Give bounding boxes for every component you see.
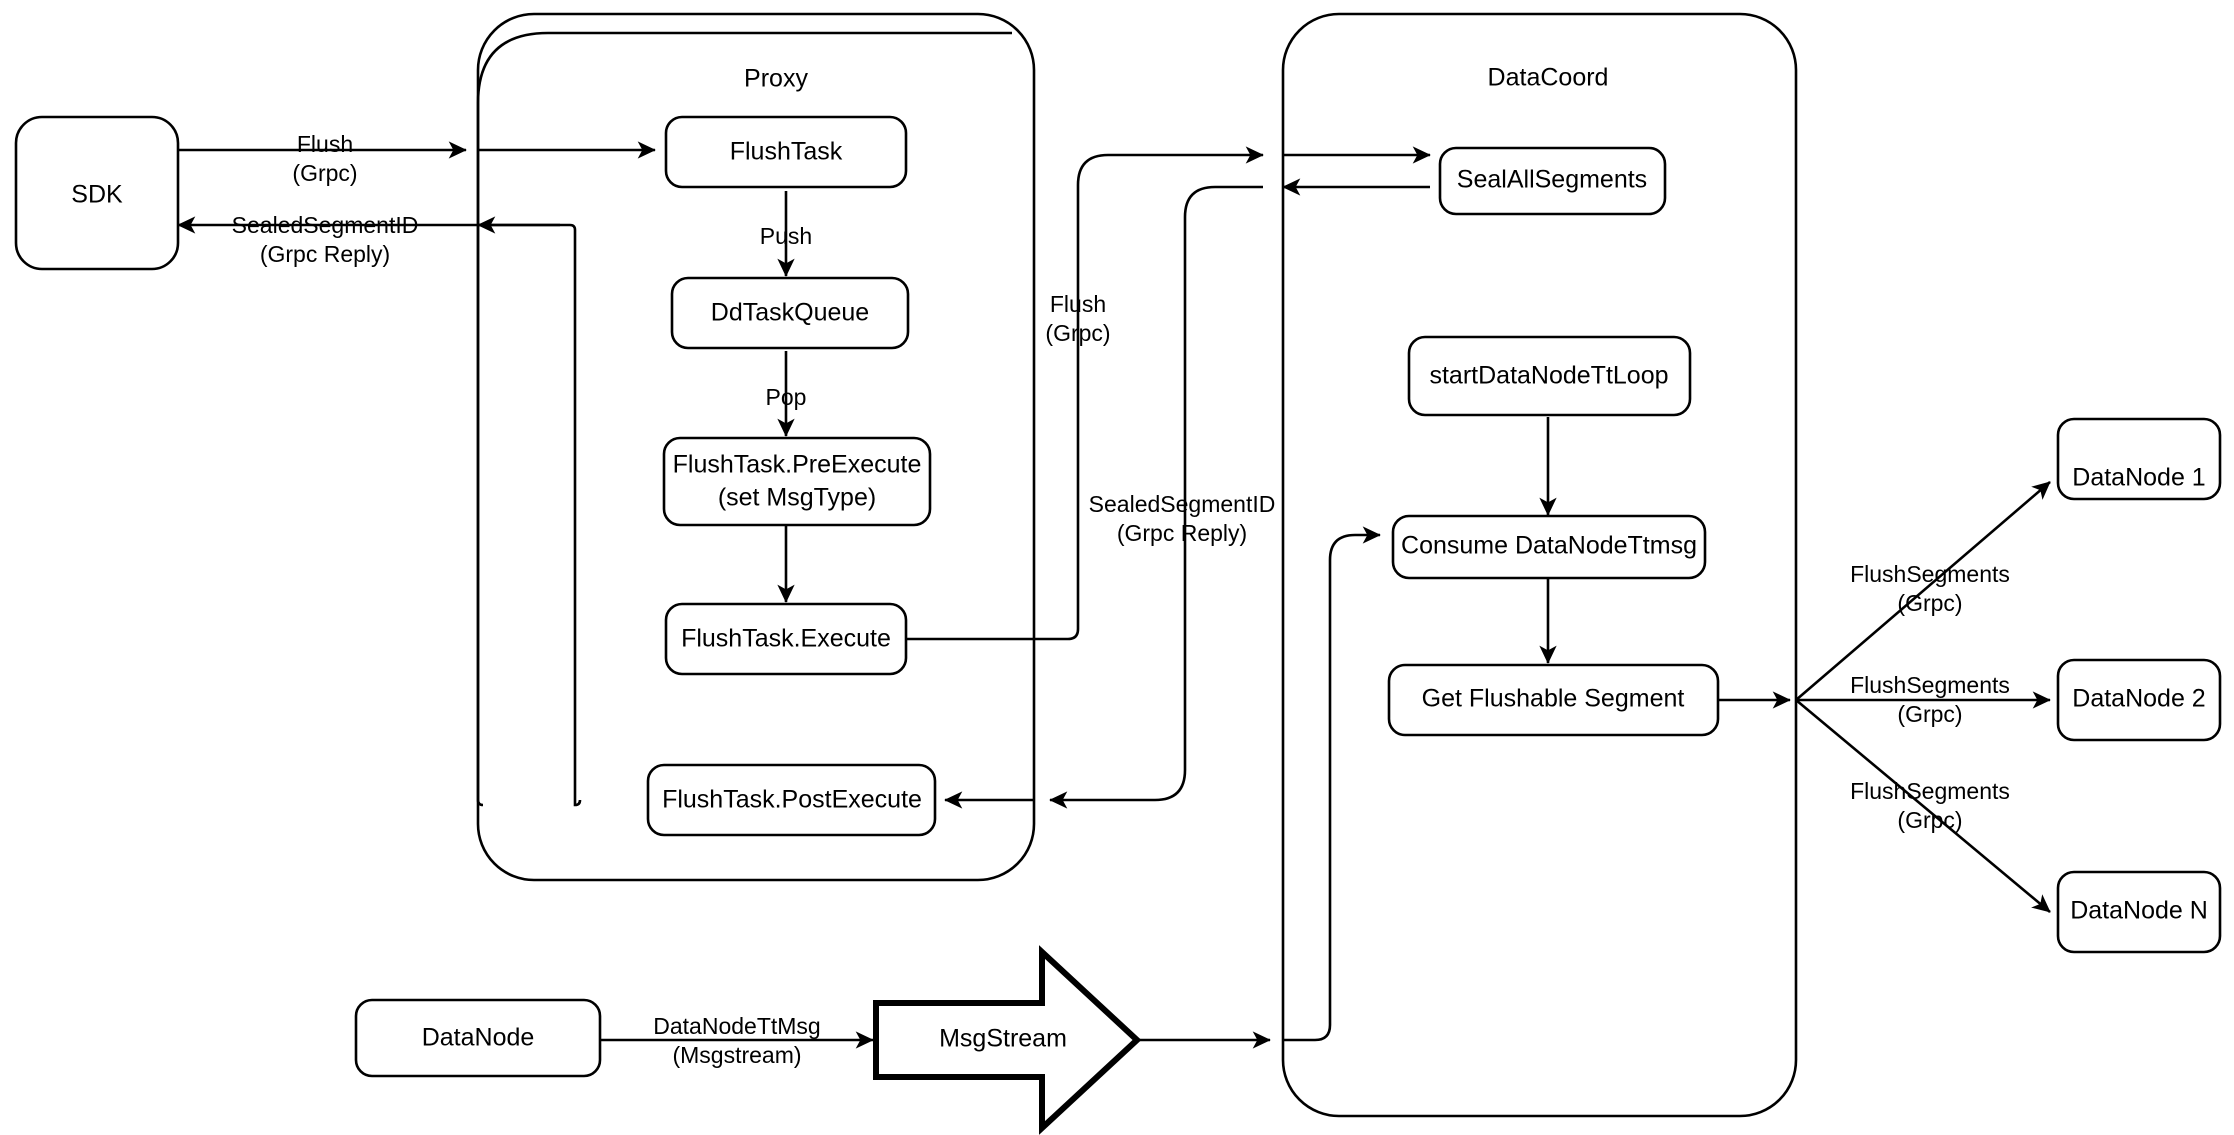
edge-execute-to-coordbus <box>906 146 1264 641</box>
node-sdk[interactable]: SDK <box>14 115 180 271</box>
node-datanode-2[interactable]: DataNode 2 <box>2056 658 2222 742</box>
datanode-bottom-label: DataNode <box>422 1024 535 1052</box>
datanode-1-label: DataNode 1 <box>2072 464 2205 492</box>
seal-all-segments-box[interactable] <box>1438 146 1667 216</box>
execute-box[interactable] <box>664 602 908 676</box>
proxy-to-sdk-label-line1: SealedSegmentID <box>232 212 419 238</box>
start-datanode-tt-loop-box[interactable] <box>1407 335 1692 417</box>
edge-label-push: Push <box>760 223 812 249</box>
edge-coord-reply-to-postexecute <box>1049 185 1263 809</box>
preexecute-label-line2: (set MsgType) <box>718 484 876 512</box>
flush-segments-2-label-line1: FlushSegments <box>1850 672 2010 698</box>
node-flushtask-preexecute[interactable]: FlushTask.PreExecute (set MsgType) <box>662 436 932 527</box>
proxy-to-coord-label-line2: (Grpc) <box>1045 320 1110 346</box>
datanode-n-box[interactable] <box>2056 870 2222 954</box>
flush-segments-1-label-line1: FlushSegments <box>1850 561 2010 587</box>
edge-label-sdk-to-proxy: Flush (Grpc) <box>292 131 357 186</box>
flush-segments-1-label-line2: (Grpc) <box>1897 590 1962 616</box>
node-seal-all-segments[interactable]: SealAllSegments <box>1438 146 1667 216</box>
datanode-ttmsg-label-line1: DataNodeTtMsg <box>653 1013 820 1039</box>
node-dd-task-queue[interactable]: DdTaskQueue <box>670 276 910 350</box>
postexecute-box[interactable] <box>646 763 937 837</box>
edge-label-flush-segments-1: FlushSegments (Grpc) <box>1850 561 2010 616</box>
proxy-container-label: Proxy <box>744 65 808 93</box>
node-datanode-n[interactable]: DataNode N <box>2056 870 2222 954</box>
sdk-box[interactable] <box>14 115 180 271</box>
datanode-1-box[interactable] <box>2056 417 2222 501</box>
datanode-ttmsg-label-line2: (Msgstream) <box>672 1042 801 1068</box>
node-datanode-bottom[interactable]: DataNode <box>354 998 602 1078</box>
get-flushable-segment-label: Get Flushable Segment <box>1422 685 1685 713</box>
flush-task-box[interactable] <box>664 115 908 189</box>
get-flushable-segment-box[interactable] <box>1387 663 1720 737</box>
node-flushtask-execute[interactable]: FlushTask.Execute <box>664 602 908 676</box>
dd-task-queue-box[interactable] <box>670 276 910 350</box>
edge-label-flush-segments-2: FlushSegments (Grpc) <box>1850 672 2010 727</box>
sdk-to-proxy-label-line1: Flush <box>297 131 353 157</box>
datacoord-container-box <box>1281 12 1798 1118</box>
consume-datanode-ttmsg-box[interactable] <box>1391 514 1707 580</box>
flush-segments-n-label-line1: FlushSegments <box>1850 778 2010 804</box>
edge-msgstream-to-consume <box>1283 526 1381 1042</box>
sdk-label: SDK <box>71 181 123 209</box>
flush-task-label: FlushTask <box>730 138 843 166</box>
edge-proxy-left-bus-top <box>476 31 1012 807</box>
edge-label-proxy-to-coord: Flush (Grpc) <box>1045 291 1110 346</box>
postexecute-label: FlushTask.PostExecute <box>662 786 922 814</box>
msgstream-arrow-shape[interactable] <box>873 945 1142 1135</box>
container-datacoord: DataCoord <box>1281 12 1798 1118</box>
edge-hub-to-datanode-1 <box>1795 481 2051 701</box>
coord-to-proxy-label-line2: (Grpc Reply) <box>1117 520 1247 546</box>
proxy-to-sdk-label-line2: (Grpc Reply) <box>260 241 390 267</box>
node-consume-datanode-ttmsg[interactable]: Consume DataNodeTtmsg <box>1391 514 1707 580</box>
consume-datanode-ttmsg-label: Consume DataNodeTtmsg <box>1401 532 1697 560</box>
flush-segments-2-label-line2: (Grpc) <box>1897 701 1962 727</box>
node-get-flushable-segment[interactable]: Get Flushable Segment <box>1387 663 1720 737</box>
seal-all-segments-label: SealAllSegments <box>1457 166 1647 194</box>
dd-task-queue-label: DdTaskQueue <box>711 299 869 327</box>
pop-label: Pop <box>766 384 807 410</box>
node-flush-task[interactable]: FlushTask <box>664 115 908 189</box>
preexecute-label-line1: FlushTask.PreExecute <box>673 451 922 479</box>
edge-label-flush-segments-n: FlushSegments (Grpc) <box>1850 778 2010 833</box>
sdk-to-proxy-label-line2: (Grpc) <box>292 160 357 186</box>
execute-label: FlushTask.Execute <box>681 625 891 653</box>
datanode-2-label: DataNode 2 <box>2072 685 2205 713</box>
flush-segments-n-label-line2: (Grpc) <box>1897 807 1962 833</box>
edge-postexecute-return-path <box>478 223 582 807</box>
datanode-n-label: DataNode N <box>2070 897 2208 925</box>
coord-to-proxy-label-line1: SealedSegmentID <box>1089 491 1276 517</box>
msgstream-label: MsgStream <box>939 1025 1067 1053</box>
node-msgstream[interactable]: MsgStream <box>873 945 1142 1135</box>
push-label: Push <box>760 223 812 249</box>
proxy-to-coord-label-line1: Flush <box>1050 291 1106 317</box>
datacoord-container-label: DataCoord <box>1488 64 1609 92</box>
edge-label-pop: Pop <box>766 384 807 410</box>
node-datanode-1[interactable]: DataNode 1 <box>2056 417 2222 501</box>
node-start-datanode-tt-loop[interactable]: startDataNodeTtLoop <box>1407 335 1692 417</box>
datanode-bottom-box[interactable] <box>354 998 602 1078</box>
edge-label-coord-to-proxy: SealedSegmentID (Grpc Reply) <box>1089 491 1276 546</box>
edge-hub-to-datanode-n <box>1795 699 2051 913</box>
start-datanode-tt-loop-label: startDataNodeTtLoop <box>1429 362 1668 390</box>
datanode-2-box[interactable] <box>2056 658 2222 742</box>
node-flushtask-postexecute[interactable]: FlushTask.PostExecute <box>646 763 937 837</box>
edge-label-datanode-ttmsg: DataNodeTtMsg (Msgstream) <box>653 1013 820 1068</box>
preexecute-box[interactable] <box>662 436 932 527</box>
edge-label-proxy-to-sdk: SealedSegmentID (Grpc Reply) <box>232 212 419 267</box>
